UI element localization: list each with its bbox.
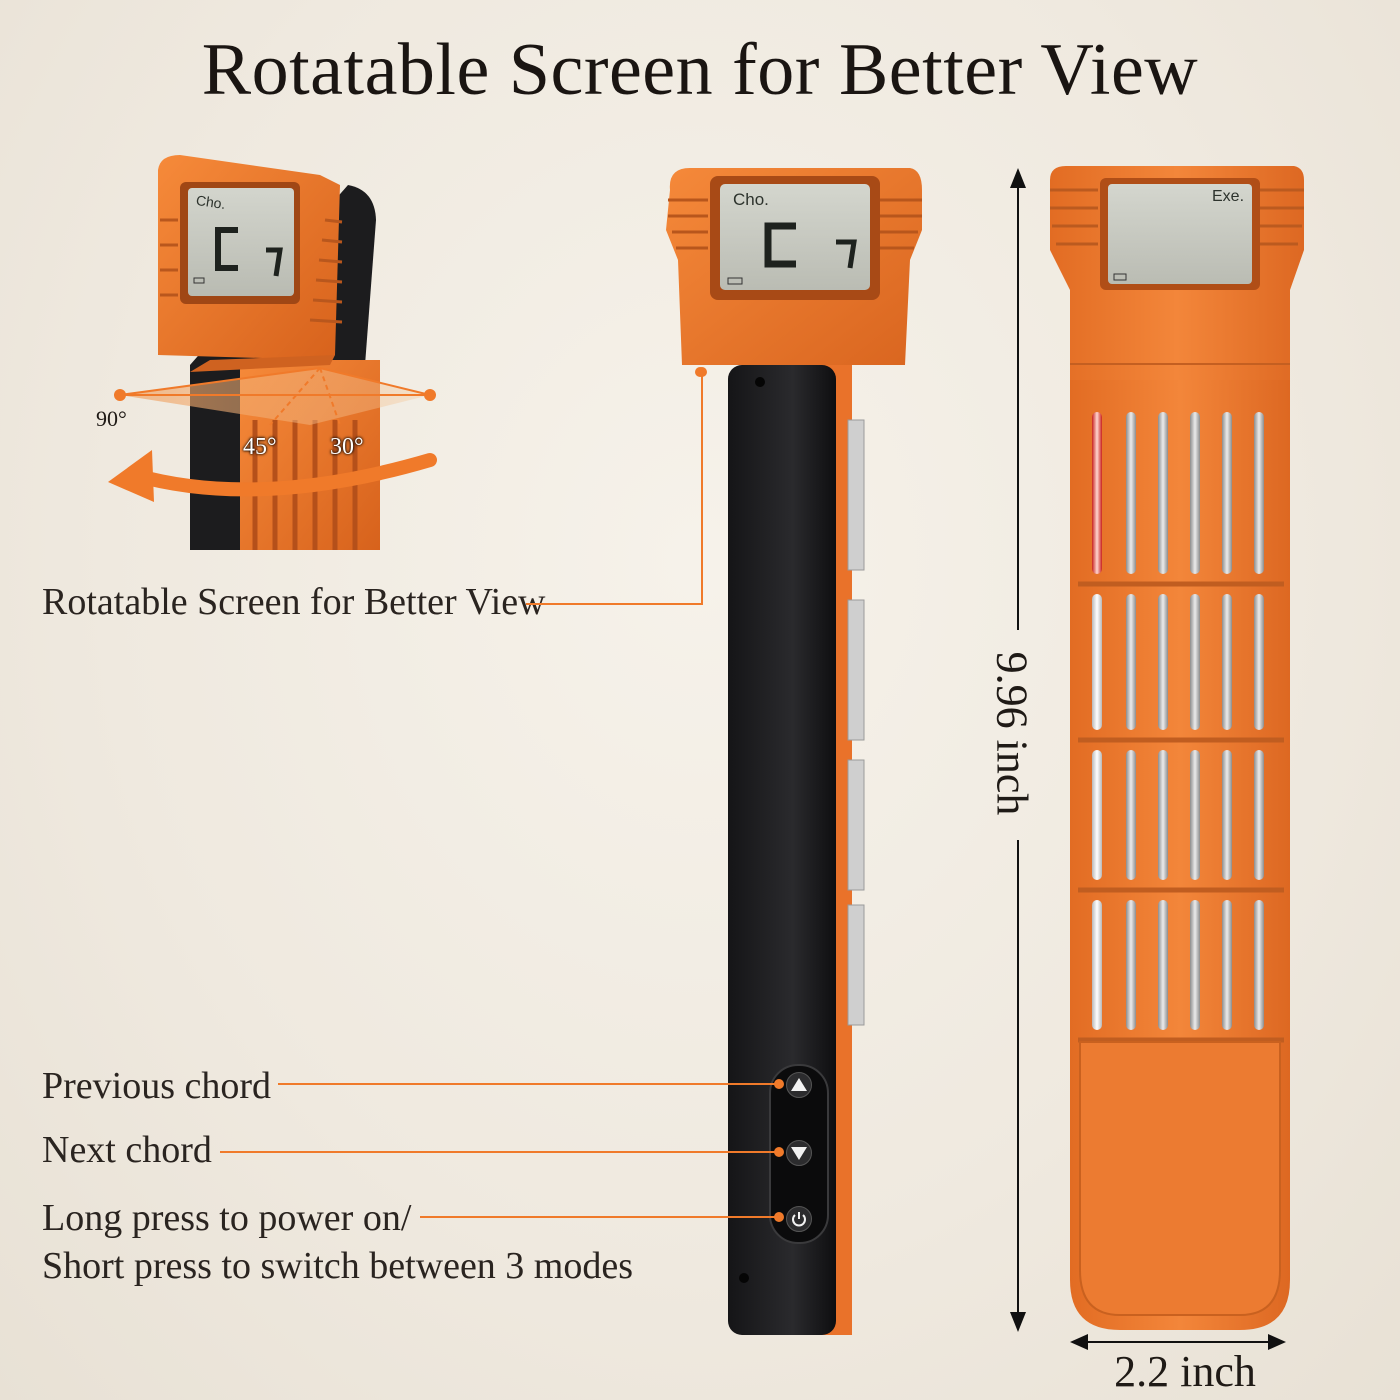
lcd-chord-glyph: [215, 227, 238, 271]
battery-icon: [193, 277, 205, 284]
callout-next-chord: Next chord: [42, 1129, 212, 1171]
callout-line-power: [420, 1216, 778, 1218]
page-title: Rotatable Screen for Better View: [201, 29, 1199, 111]
lcd-screen: [1108, 184, 1252, 284]
led-key-red: [1092, 412, 1102, 574]
next-chord-button[interactable]: [786, 1140, 812, 1166]
battery-icon: [1113, 273, 1127, 281]
width-dimension-label: 2.2 inch: [1114, 1347, 1256, 1396]
callout-line-previous: [278, 1083, 778, 1085]
rotation-angle-fan: [120, 368, 430, 425]
angle-label-90: 90°: [96, 406, 127, 431]
width-dimension-line: [1070, 1334, 1286, 1350]
power-icon: [792, 1212, 806, 1227]
height-dimension-line: [1010, 168, 1026, 1332]
lcd-suffix-glyph: [836, 239, 857, 269]
lcd-mode-label: Exe.: [1212, 188, 1245, 205]
lcd-suffix-glyph: [266, 247, 283, 277]
callout-power-line1: Long press to power on/: [42, 1197, 412, 1239]
rotation-detail-illustration: [108, 155, 437, 550]
angle-label-45: 45°: [243, 434, 277, 460]
lcd-screen: [188, 188, 294, 296]
height-dimension-label: 9.96 inch: [987, 651, 1037, 816]
battery-icon: [727, 277, 743, 285]
angle-label-30: 30°: [330, 434, 364, 460]
lcd-screen: [720, 184, 870, 290]
rotation-arrow: [128, 453, 437, 497]
callout-line-rotatable: [526, 367, 707, 605]
front-view-device: [1050, 166, 1304, 1330]
callout-power-line2: Short press to switch between 3 modes: [42, 1245, 634, 1287]
callout-line-next: [220, 1151, 778, 1153]
lcd-mode-label: Cho.: [733, 190, 769, 209]
arrow-down-icon: [791, 1147, 807, 1160]
previous-chord-button[interactable]: [786, 1072, 812, 1098]
lower-panel: [1079, 1041, 1281, 1316]
string-keys: [1092, 412, 1264, 1030]
callout-rotatable-screen: Rotatable Screen for Better View: [42, 581, 546, 623]
arrow-up-icon: [791, 1078, 807, 1091]
callout-previous-chord: Previous chord: [42, 1065, 272, 1107]
rotated-head: [158, 155, 343, 372]
power-mode-button[interactable]: [786, 1206, 812, 1232]
rotation-arrowhead: [108, 450, 154, 502]
lcd-chord-glyph: [764, 222, 796, 268]
side-view-device: [666, 168, 922, 1335]
